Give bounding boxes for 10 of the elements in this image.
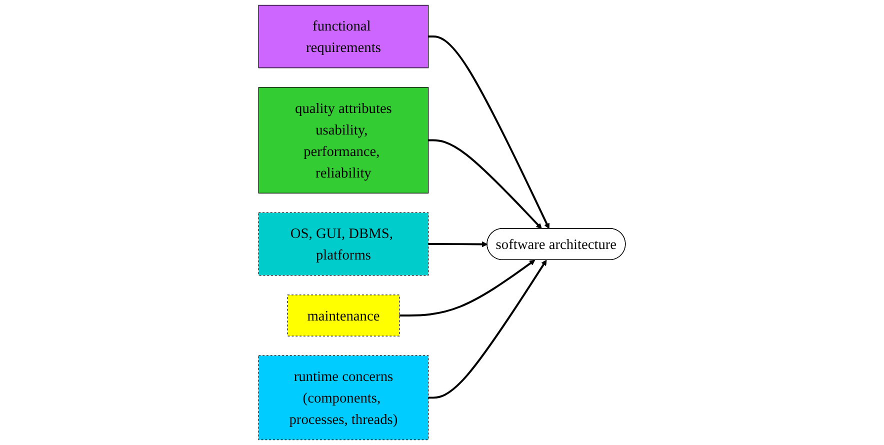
node-box: quality attributes usability, performance, reliability [258, 87, 429, 194]
arrow [428, 260, 547, 399]
node-box: maintenance [287, 294, 400, 336]
node-box: OS, GUI, DBMS, platforms [258, 212, 429, 276]
arrow [399, 260, 536, 316]
node-box: functional requirements [258, 4, 429, 68]
arrow [428, 36, 550, 229]
node-box: runtime concerns (components, processes, threads) [258, 355, 429, 440]
arrow [428, 139, 542, 229]
arrow [428, 241, 488, 248]
